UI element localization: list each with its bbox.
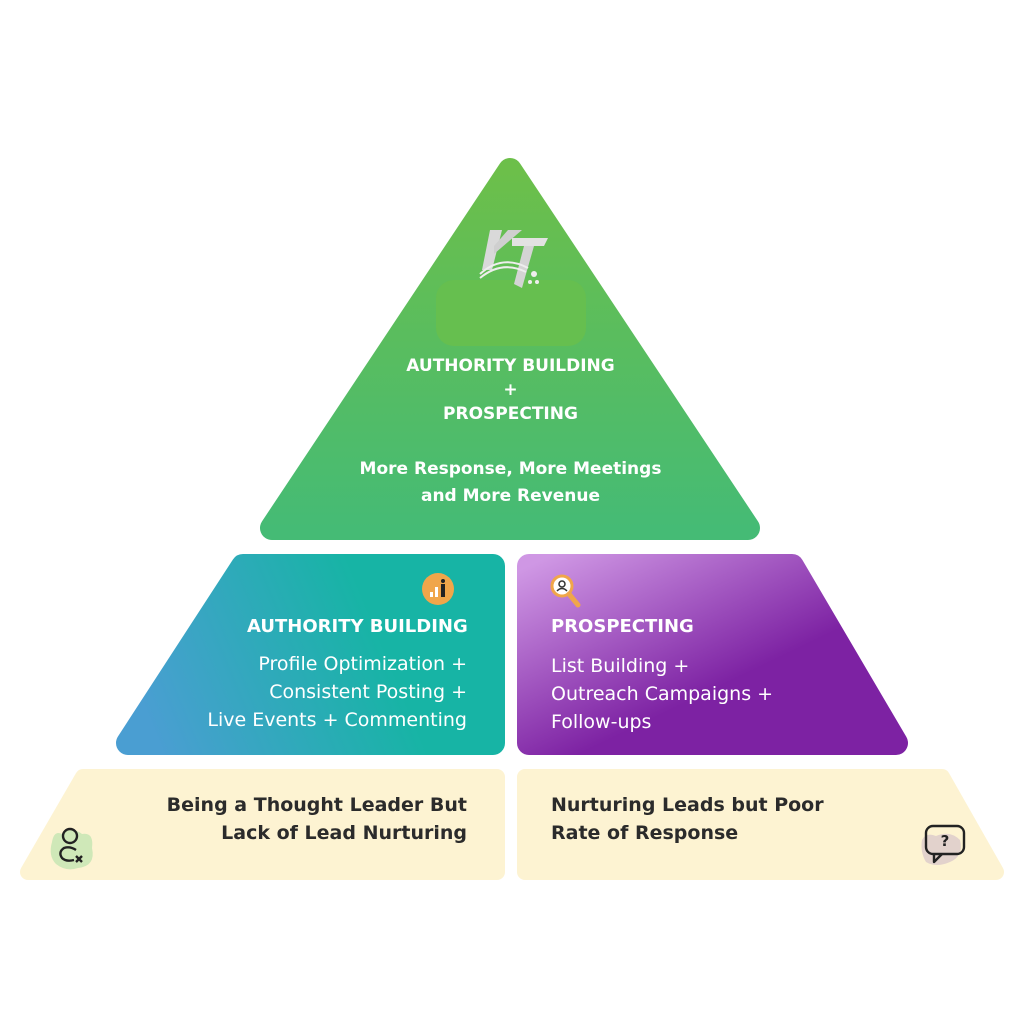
- top-title-line2: PROSPECTING: [443, 404, 578, 424]
- top-subtitle-line1: More Response, More Meetings: [359, 459, 662, 479]
- bottom-left-tier: [20, 769, 505, 880]
- authority-tier: [116, 554, 505, 755]
- search-person-icon: [548, 574, 584, 614]
- chart-person-icon: [421, 572, 455, 610]
- logo-backdrop: [436, 280, 586, 346]
- prospecting-line: Follow-ups: [551, 711, 652, 733]
- user-remove-icon: [48, 822, 98, 876]
- kt-logo: [472, 228, 552, 288]
- authority-line: Profile Optimization +: [258, 653, 467, 675]
- question-bubble-icon: ?: [920, 822, 970, 876]
- authority-line: Live Events + Commenting: [207, 709, 467, 731]
- svg-text:?: ?: [941, 832, 950, 850]
- prospecting-title: PROSPECTING: [551, 616, 694, 637]
- authority-title: AUTHORITY BUILDING: [247, 616, 468, 637]
- bottom-right-line: Rate of Response: [551, 822, 739, 844]
- top-title-line1: AUTHORITY BUILDING: [406, 356, 615, 376]
- top-tier: [260, 158, 760, 540]
- top-subtitle-line2: and More Revenue: [420, 486, 601, 506]
- bottom-right-line: Nurturing Leads but Poor: [551, 794, 824, 816]
- authority-line: Consistent Posting +: [269, 681, 467, 703]
- bottom-right-tier: [517, 769, 1004, 880]
- prospecting-line: Outreach Campaigns +: [551, 683, 774, 705]
- bottom-left-line: Being a Thought Leader But: [166, 794, 467, 816]
- prospecting-line: List Building +: [551, 655, 690, 677]
- bottom-left-line: Lack of Lead Nurturing: [221, 822, 467, 844]
- prospecting-tier: [517, 554, 908, 755]
- top-plus: +: [503, 380, 518, 400]
